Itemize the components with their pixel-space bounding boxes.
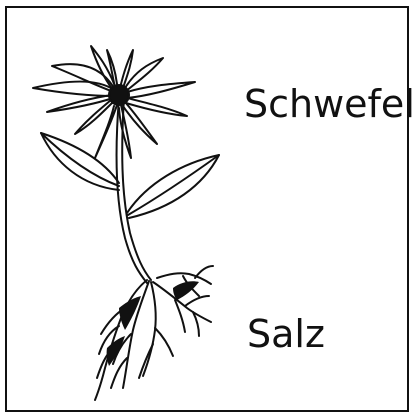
plant-illustration [7, 8, 407, 410]
flower-center [109, 85, 129, 105]
label-schwefel: Schwefel [244, 85, 414, 123]
diagram-frame: Schwefel Salz [5, 6, 409, 412]
label-salz: Salz [247, 315, 325, 353]
